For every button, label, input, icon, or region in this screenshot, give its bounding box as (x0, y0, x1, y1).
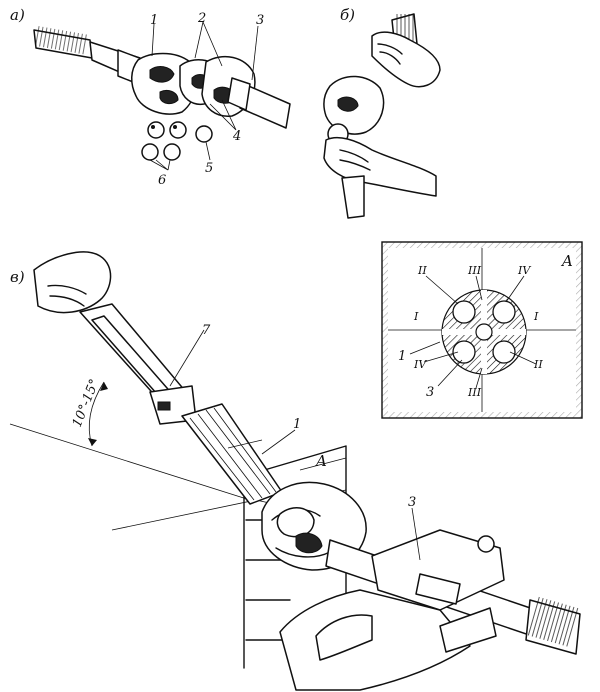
callout-4-a: 4 (232, 129, 241, 144)
panel-b-label: б) (340, 6, 355, 24)
callout-1-main: 1 (293, 417, 301, 432)
inset-view-a: A II III IV I I IV III II 1 3 (381, 241, 583, 419)
lower-hand (323, 136, 437, 197)
callout-2-a: 2 (197, 11, 206, 26)
panel-b-ball-insertion: б) (323, 6, 441, 219)
roman-ii-bottom-right: II (533, 358, 543, 371)
ball-5 (195, 125, 213, 143)
callout-3-inset: 3 (426, 385, 434, 400)
roman-iv-bottom-left: IV (413, 358, 427, 371)
roman-iii-bottom: III (467, 386, 482, 399)
panel-v-label: в) (10, 268, 25, 286)
callout-1-inset: 1 (398, 349, 406, 364)
panel-a-label: а) (10, 6, 25, 24)
section-balls (452, 300, 516, 364)
callout-1-a: 1 (150, 13, 158, 28)
balls-group (141, 121, 213, 161)
callout-6-a: 6 (158, 173, 166, 188)
angle-label: 10°-15° (70, 377, 103, 429)
roman-iii-top: III (467, 264, 482, 277)
leader-7 (169, 329, 205, 387)
callout-3-main: 3 (408, 495, 416, 510)
callout-7: 7 (202, 323, 211, 338)
vice-slot (315, 614, 373, 661)
callout-5-a: 5 (205, 161, 213, 176)
reference-plane-line (9, 423, 251, 501)
roman-ii-top: II (417, 264, 427, 277)
leader-3-main (411, 507, 421, 561)
operator-hand (33, 251, 112, 314)
vice-body (371, 529, 505, 611)
shaft-bottom (341, 175, 365, 219)
panel-a-exploded-joint: а) (10, 6, 291, 188)
shaft-1-spline (181, 403, 283, 505)
leader-1-main (261, 429, 296, 455)
callout-3-a: 3 (256, 13, 264, 28)
roman-i-right: I (533, 310, 539, 323)
view-label-inset: A (560, 252, 573, 270)
cv-joint-cage (276, 507, 315, 538)
upper-hand (371, 31, 441, 88)
roman-i-left: I (413, 310, 419, 323)
vice-base (279, 589, 471, 691)
roman-iv-top: IV (517, 264, 531, 277)
panel-v-angle-check: в) 10°-15° (9, 251, 581, 691)
view-label-main: A (314, 452, 327, 470)
